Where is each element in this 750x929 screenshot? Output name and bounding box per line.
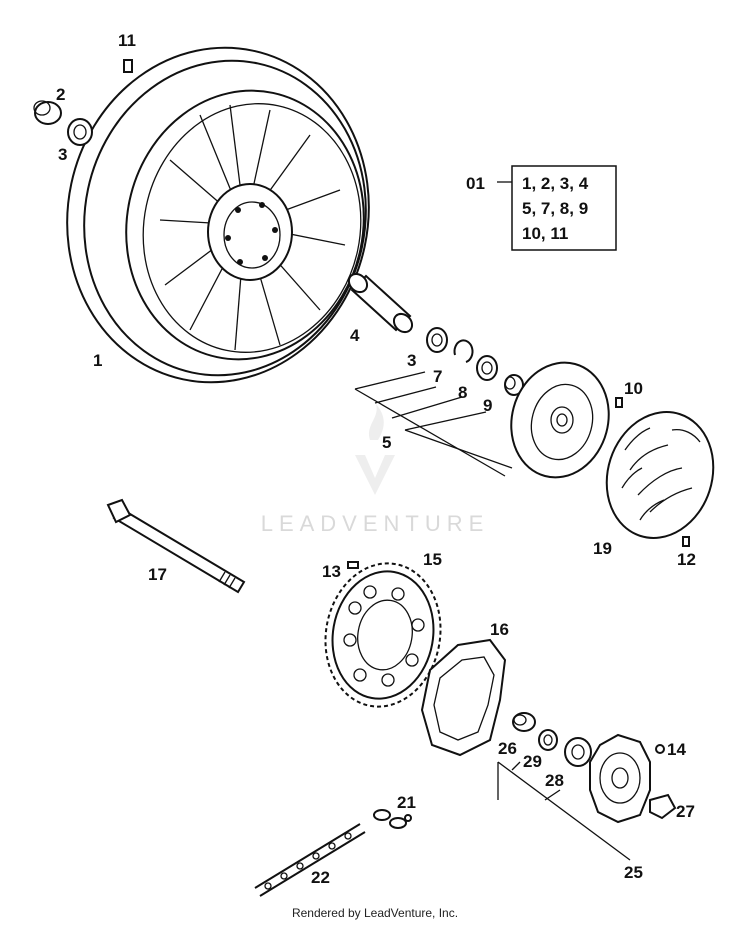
kit-box: 01 1, 2, 3, 4 5, 7, 8, 9 10, 11: [466, 165, 617, 251]
callout-3-left: 3: [58, 145, 67, 164]
callout-2: 2: [56, 85, 65, 104]
gasket-part[interactable]: [420, 638, 507, 757]
watermark-text: LEADVENTURE: [261, 511, 490, 536]
bushing-26-part[interactable]: [512, 712, 536, 732]
seal-part[interactable]: [476, 355, 498, 381]
footer-credit: Rendered by LeadVenture, Inc.: [291, 906, 459, 920]
chain-part[interactable]: [254, 823, 366, 897]
sprocket-carrier-part[interactable]: [589, 733, 651, 824]
wheel-rim[interactable]: [36, 19, 399, 410]
callout-10: 10: [624, 379, 643, 398]
callout-25: 25: [624, 863, 643, 882]
callout-16: 16: [490, 620, 509, 639]
leader-lines: [354, 181, 631, 861]
callout-4: 4: [350, 326, 360, 345]
callout-8: 8: [458, 383, 467, 402]
callout-3-mid: 3: [407, 351, 416, 370]
callout-15: 15: [423, 550, 442, 569]
bearing-left-part[interactable]: [67, 118, 93, 146]
kit-line-2: 5, 7, 8, 9: [522, 199, 588, 218]
damper-part[interactable]: [649, 793, 677, 820]
callout-28: 28: [545, 771, 564, 790]
bearing-28-part[interactable]: [564, 737, 592, 767]
callout-21: 21: [397, 793, 416, 812]
bolt-13-part[interactable]: [347, 561, 359, 569]
kit-line-1: 1, 2, 3, 4: [522, 174, 589, 193]
callout-17: 17: [148, 565, 167, 584]
hub-flange-part[interactable]: [499, 352, 622, 489]
kit-line-3: 10, 11: [522, 224, 568, 243]
spacer-tube-part[interactable]: [345, 270, 415, 335]
callout-19: 19: [593, 539, 612, 558]
callout-26: 26: [498, 739, 517, 758]
callout-13: 13: [322, 562, 341, 581]
brake-disc-part[interactable]: [591, 398, 729, 552]
kit-id-label: 01: [466, 174, 485, 193]
sprocket-part[interactable]: [314, 554, 451, 716]
callout-5: 5: [382, 433, 391, 452]
axle-part[interactable]: [106, 498, 246, 594]
callout-7: 7: [433, 367, 442, 386]
spacer-part[interactable]: [33, 100, 62, 125]
chain-link-part[interactable]: [373, 809, 412, 829]
circlip-part[interactable]: [453, 339, 474, 363]
nut-14-part[interactable]: [655, 744, 665, 754]
screw-12-part[interactable]: [682, 536, 690, 547]
callout-9: 9: [483, 396, 492, 415]
callout-12: 12: [677, 550, 696, 569]
screw-10-part[interactable]: [615, 397, 623, 408]
valve-part[interactable]: [123, 59, 133, 73]
callout-22: 22: [311, 868, 330, 887]
watermark-logo: [355, 404, 395, 495]
callout-27: 27: [676, 802, 695, 821]
callout-29: 29: [523, 752, 542, 771]
callouts: 1 2 3 3 4 5 7 8 9 10 11 12 13 14 15 16 1…: [56, 31, 696, 887]
callout-14: 14: [667, 740, 686, 759]
callout-11: 11: [118, 31, 136, 50]
bearing-mid-part[interactable]: [426, 327, 448, 353]
callout-1: 1: [93, 351, 102, 370]
seal-29-part[interactable]: [538, 729, 558, 751]
